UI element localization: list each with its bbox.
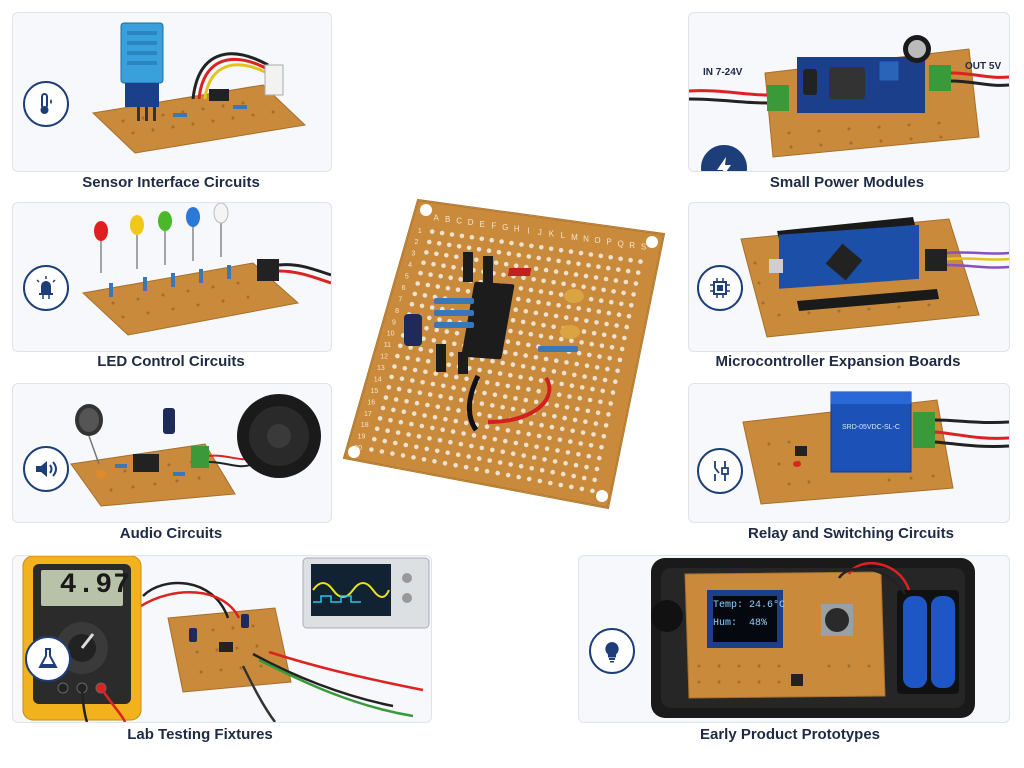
badge-relay <box>697 448 743 494</box>
caption-mcu: Microcontroller Expansion Boards <box>715 353 961 370</box>
caption-prototypes: Early Product Prototypes <box>699 726 881 743</box>
badge-prototype <box>589 628 635 674</box>
board-row-number: 11 <box>384 342 391 349</box>
board-row-number: 18 <box>361 422 369 429</box>
board-column-letter: J <box>538 228 542 237</box>
speaker-icon <box>36 461 57 477</box>
board-column-letter: S <box>641 243 646 252</box>
board-column-letter: A <box>434 213 440 222</box>
label-power-in: IN 7-24V <box>703 67 743 78</box>
board-row-number: 1 <box>418 228 422 235</box>
board-row-number: 5 <box>405 274 409 281</box>
board-column-letter: H <box>514 225 520 234</box>
board-row-number: 15 <box>371 388 379 395</box>
board-row-number: 8 <box>395 308 399 315</box>
caption-power: Small Power Modules <box>769 174 925 191</box>
switch-icon <box>714 461 729 481</box>
lightbulb-icon <box>605 642 619 663</box>
prototype-illustration <box>651 558 975 718</box>
led-board-illustration <box>81 203 331 336</box>
board-row-number: 13 <box>377 365 385 372</box>
panel-led-control <box>12 202 332 352</box>
badge-sensor <box>23 81 69 127</box>
board-row-number: 20 <box>354 445 362 452</box>
board-column-letter: N <box>583 235 589 244</box>
oled-line-2: Hum: 48% <box>713 618 768 629</box>
chip-icon <box>710 278 730 298</box>
relay-part-label: SRD-05VDC-SL-C <box>842 424 900 431</box>
caption-led: LED Control Circuits <box>97 353 245 370</box>
board-column-letter: P <box>606 238 611 247</box>
badge-led <box>23 265 69 311</box>
panel-prototypes: Temp: 24.6°C Hum: 48% <box>578 555 1010 723</box>
sensor-board-illustration <box>91 22 307 154</box>
caption-audio: Audio Circuits <box>119 525 223 542</box>
lab-illustration <box>22 556 430 722</box>
board-column-letter: D <box>468 218 474 227</box>
led-icon <box>36 276 56 299</box>
board-column-letter: G <box>502 223 508 232</box>
badge-lab <box>25 636 71 682</box>
panel-relay: SRD-05VDC-SL-C <box>688 383 1010 523</box>
board-row-number: 3 <box>411 251 415 258</box>
board-row-number: 6 <box>402 285 406 292</box>
caption-relay: Relay and Switching Circuits <box>748 525 954 542</box>
board-column-letter: O <box>594 236 600 245</box>
board-row-number: 12 <box>380 354 388 361</box>
board-column-letter: K <box>549 230 555 239</box>
panel-lab-testing: 4.97 <box>12 555 432 723</box>
board-column-letter: Q <box>617 239 623 248</box>
board-row-number: 7 <box>398 296 402 303</box>
oled-line-1: Temp: 24.6°C <box>713 600 786 611</box>
board-row-number: 9 <box>392 319 396 326</box>
badge-audio <box>23 446 69 492</box>
board-row-number: 16 <box>367 399 375 406</box>
caption-lab: Lab Testing Fixtures <box>127 726 273 743</box>
board-column-letter: L <box>561 231 566 240</box>
lightning-icon <box>717 157 731 171</box>
flask-icon <box>38 648 58 668</box>
board-row-number: 19 <box>358 434 366 441</box>
badge-mcu <box>697 265 743 311</box>
audio-board-illustration <box>70 394 321 507</box>
power-illustration <box>689 35 1009 158</box>
board-row-number: 14 <box>374 377 382 384</box>
board-column-letter: M <box>571 233 578 242</box>
board-column-letter: B <box>445 215 450 224</box>
mcu-illustration <box>740 217 1009 338</box>
board-row-number: 10 <box>387 331 395 338</box>
board-row-number: 2 <box>415 239 419 246</box>
multimeter-reading: 4.97 <box>59 570 131 601</box>
caption-sensor: Sensor Interface Circuits <box>82 174 260 191</box>
relay-illustration <box>742 391 1009 505</box>
thermometer-icon <box>40 93 52 114</box>
board-column-letter: R <box>629 241 635 250</box>
board-column-letter: C <box>456 217 462 226</box>
board-column-letter: E <box>480 220 485 229</box>
board-row-number: 17 <box>364 411 372 418</box>
label-power-out: OUT 5V <box>965 61 1002 72</box>
panel-microcontroller <box>688 202 1010 352</box>
panel-audio <box>12 383 332 523</box>
panel-sensor-interface <box>12 12 332 172</box>
board-row-number: 4 <box>408 262 412 269</box>
panel-power-modules: IN 7-24V OUT 5V <box>688 12 1010 172</box>
board-column-letter: I <box>527 226 529 235</box>
board-column-letter: F <box>491 222 496 231</box>
